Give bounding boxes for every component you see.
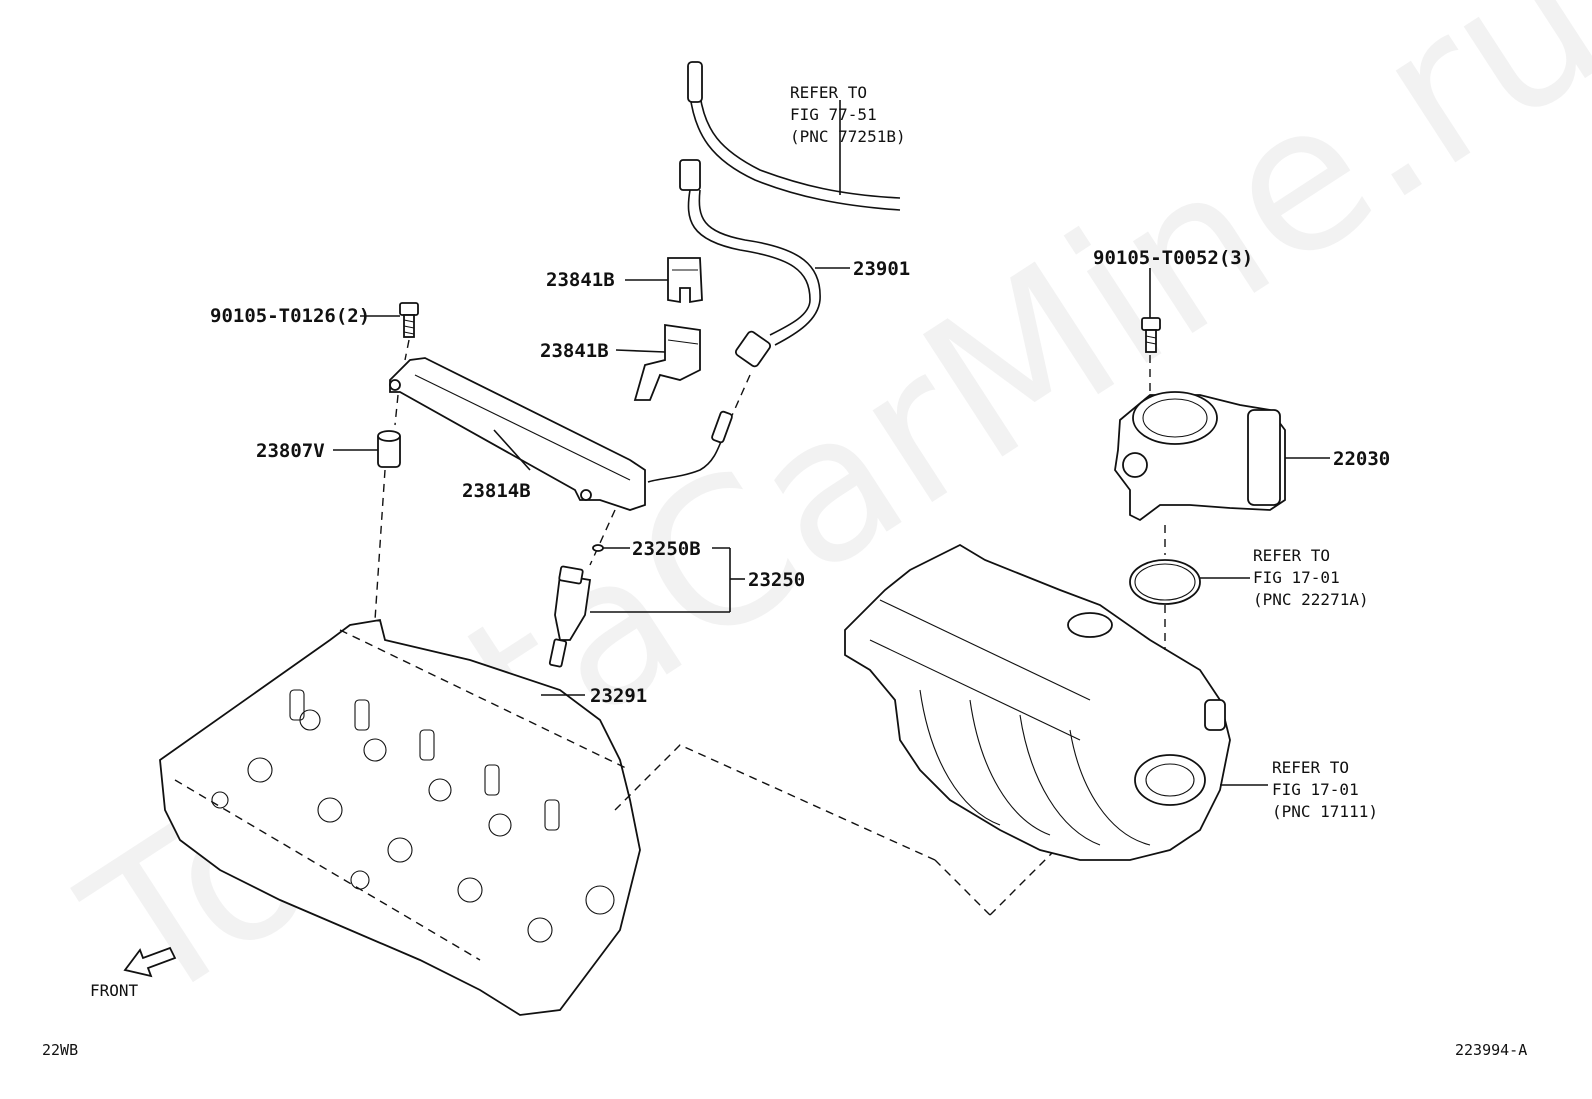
fuel-hose-23901: [647, 61, 901, 483]
ref-gasket-line2: FIG 17-01: [1253, 568, 1340, 587]
ref-fig-17-01-manifold: REFER TO FIG 17-01 (PNC 17111): [1272, 758, 1378, 821]
diagram-code-right: 223994-A: [1455, 1041, 1527, 1059]
label-23250b: 23250B: [632, 538, 701, 560]
spacer-23807v: [377, 430, 401, 468]
label-23841b-lower: 23841B: [540, 340, 609, 362]
ref-fig77-line1: REFER TO: [790, 83, 867, 102]
clamp-23841b-lower: [633, 323, 701, 401]
front-label: FRONT: [90, 981, 139, 1000]
clamp-23841b-upper: [667, 257, 703, 304]
ref-gasket-line1: REFER TO: [1253, 546, 1330, 565]
label-90105-t0126: 90105-T0126(2): [210, 305, 370, 327]
label-23841b-upper: 23841B: [546, 269, 615, 291]
fuel-rail-23814b: [389, 357, 646, 511]
label-23814b: 23814B: [462, 480, 531, 502]
throttle-body-22030: [1114, 391, 1286, 522]
leader-lines: [333, 100, 1330, 786]
label-90105-t0052: 90105-T0052(3): [1093, 247, 1253, 269]
ref-gasket-line3: (PNC 22271A): [1253, 590, 1369, 609]
label-23901: 23901: [853, 258, 910, 280]
diagram-code-left: 22WB: [42, 1041, 78, 1059]
injector-23250: [548, 565, 592, 668]
cylinder-head: [159, 618, 641, 1016]
label-23807v: 23807V: [256, 440, 325, 462]
intake-manifold: [844, 543, 1231, 861]
bolt-90105-t0052: [1141, 317, 1161, 353]
throttle-gasket: [1129, 559, 1201, 605]
ref-manifold-line2: FIG 17-01: [1272, 780, 1359, 799]
ref-manifold-line3: (PNC 17111): [1272, 802, 1378, 821]
front-arrow-icon: [123, 946, 177, 978]
o-ring-23250b: [592, 544, 604, 552]
label-23250: 23250: [748, 569, 805, 591]
ref-manifold-line1: REFER TO: [1272, 758, 1349, 777]
ref-fig77-line2: FIG 77-51: [790, 105, 877, 124]
bolt-90105-t0126: [399, 302, 419, 338]
ref-fig-17-01-gasket: REFER TO FIG 17-01 (PNC 22271A): [1253, 546, 1369, 609]
ref-fig-77-51: REFER TO FIG 77-51 (PNC 77251B): [790, 83, 906, 146]
label-23291: 23291: [590, 685, 647, 707]
label-22030: 22030: [1333, 448, 1390, 470]
ref-fig77-line3: (PNC 77251B): [790, 127, 906, 146]
